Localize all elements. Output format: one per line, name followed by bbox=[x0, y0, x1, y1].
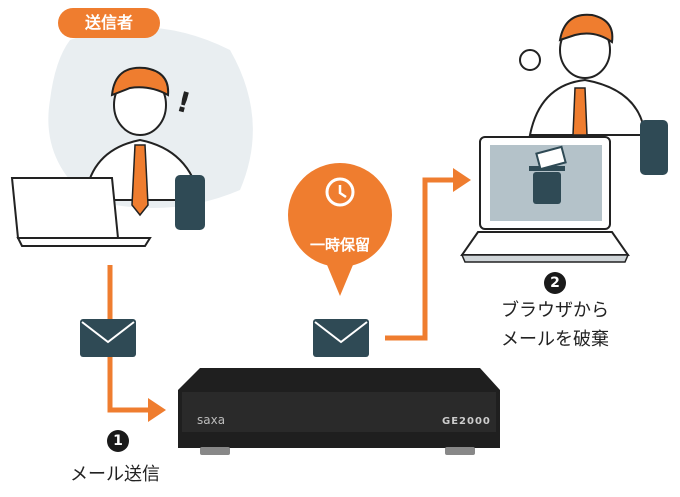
discard-flow-line bbox=[385, 177, 455, 341]
sender-badge: 送信者 bbox=[58, 8, 160, 38]
send-flow-arrow bbox=[148, 398, 166, 422]
discard-flow-arrow bbox=[453, 168, 471, 192]
device-brand: saxa bbox=[197, 413, 226, 427]
discarded-mail-icon bbox=[535, 145, 567, 171]
utm-device bbox=[178, 368, 500, 455]
sender-person bbox=[83, 66, 205, 230]
step1-label: メール送信 bbox=[70, 464, 160, 485]
envelope-icon-sent bbox=[80, 319, 136, 357]
step2-number: 2 bbox=[544, 272, 566, 294]
envelope-icon-held bbox=[313, 319, 369, 357]
send-flow-line bbox=[107, 265, 150, 413]
hold-label: 一時保留 bbox=[309, 236, 370, 254]
trash-can-icon bbox=[533, 172, 561, 204]
receiver-person bbox=[519, 13, 668, 175]
step1-number: 1 bbox=[107, 430, 129, 452]
clock-icon bbox=[325, 177, 355, 207]
receiver-laptop bbox=[460, 136, 630, 263]
step2-label-line1: ブラウザから bbox=[501, 300, 609, 321]
hold-pin bbox=[288, 163, 392, 296]
sender-laptop bbox=[10, 177, 152, 247]
step2-label-line2: メールを破棄 bbox=[501, 329, 609, 350]
device-model: GE2000 bbox=[442, 416, 491, 427]
